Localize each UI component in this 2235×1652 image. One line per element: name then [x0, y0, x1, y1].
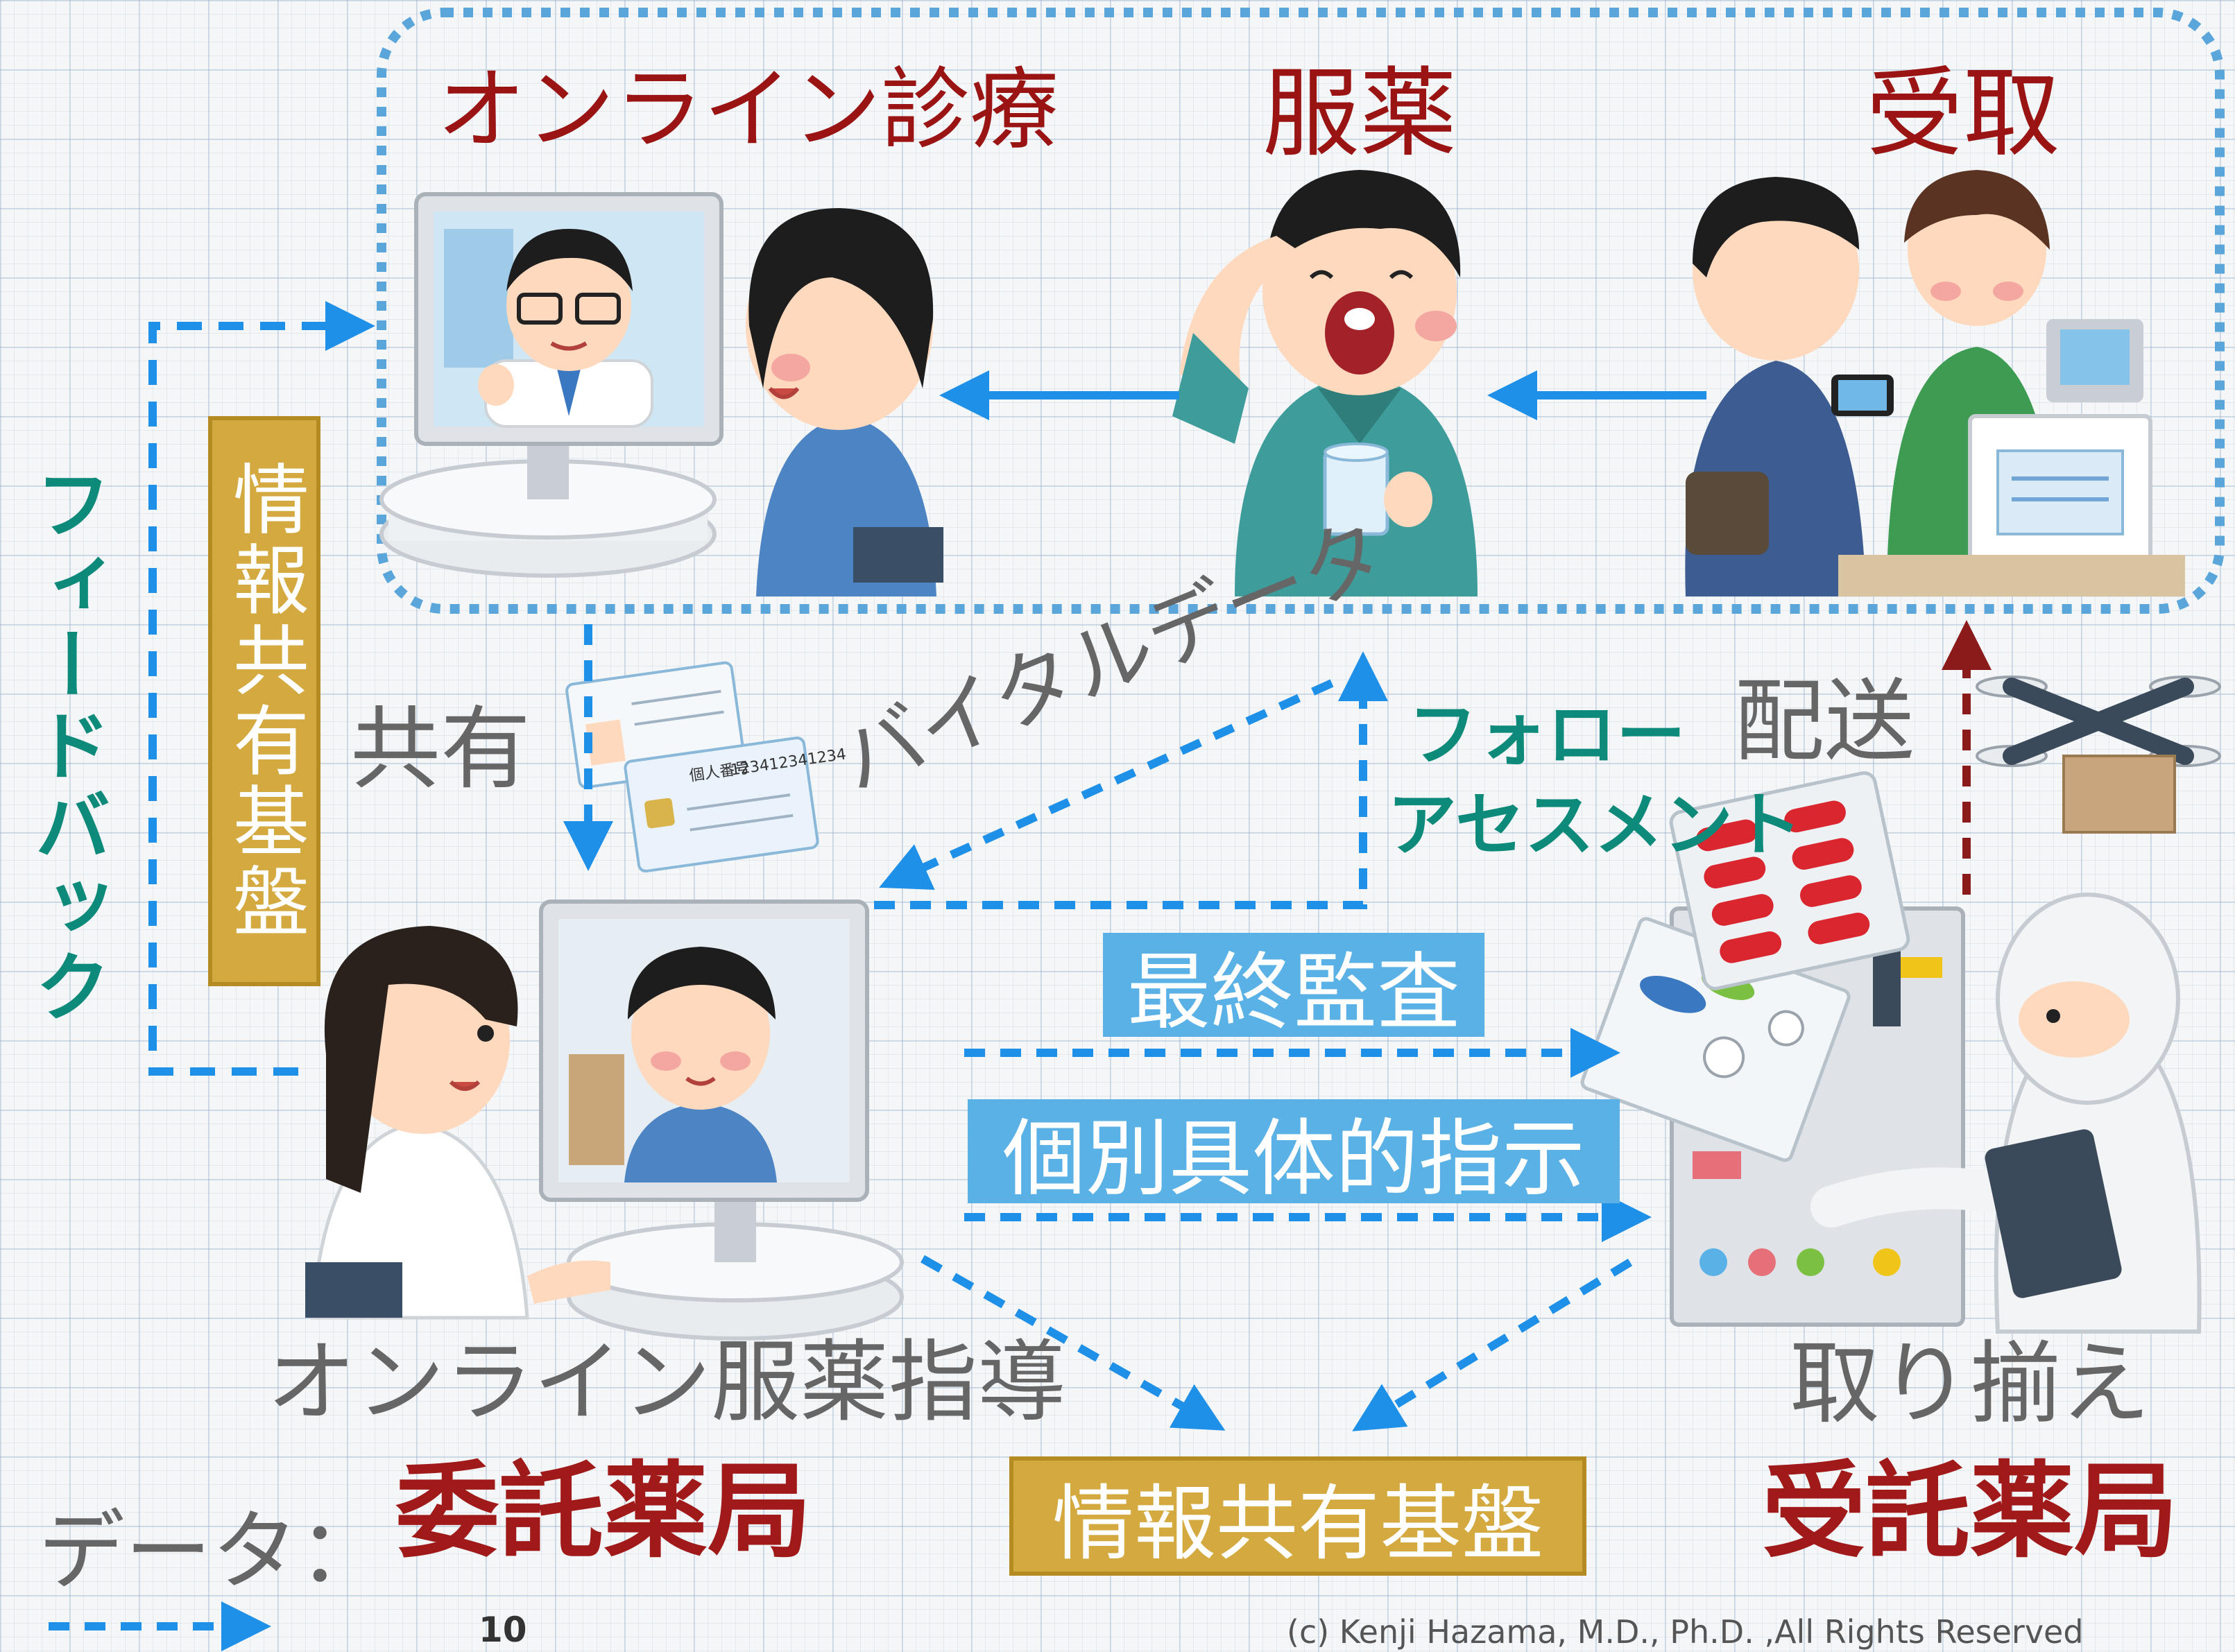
blister-pack-illustration: [1669, 771, 1910, 990]
pill-packet-illustration: [1580, 917, 1851, 1162]
id-cards-illustration: 個人番号 123412341234: [565, 661, 847, 873]
patient-taking-medicine-illustration: [1172, 170, 1478, 596]
label-share: 共有: [350, 696, 531, 802]
platform-label: 情報共有基盤: [1009, 1456, 1586, 1576]
consignee-to-platform-arrow: [1352, 1258, 1633, 1431]
consignor-to-platform-arrow: [920, 1255, 1226, 1431]
label-delivery: 配送: [1734, 669, 1915, 774]
label-consignor-pharmacy: 委託薬局: [395, 1452, 812, 1572]
patient-flow-frame: [377, 8, 2225, 614]
pharmacy-counter-illustration: [1685, 170, 2185, 596]
platform-vertical-label: 情報共有基盤: [208, 416, 320, 986]
pharmacist-monitor-illustration: [305, 900, 904, 1341]
technician-cleanroom-illustration: [1810, 893, 2202, 1334]
label-follow: フォロー: [1408, 694, 1686, 775]
label-consignee-pharmacy: 受託薬局: [1762, 1452, 2179, 1572]
label-receipt: 受取: [1866, 58, 2061, 171]
final-audit-label: 最終監査: [1103, 933, 1484, 1041]
legend-data-label: データ：: [38, 1502, 385, 1602]
patient-back-illustration: [746, 208, 943, 596]
label-picking: 取り揃え: [1790, 1331, 2151, 1436]
label-online-consultation: オンライン診療: [437, 58, 1059, 162]
copyright-text: (c) Kenji Hazama, M.D., Ph.D. ,All Right…: [1287, 1613, 2084, 1651]
feedback-arrow: [148, 301, 375, 1076]
label-online-guidance: オンライン服薬指導: [267, 1331, 1067, 1434]
individual-instructions-label: 個別具体的指示: [968, 1099, 1620, 1207]
drone-illustration: [1976, 676, 2221, 834]
label-assessment: アセスメント: [1387, 784, 1802, 866]
follow-assessment-arrow: [874, 651, 1388, 909]
label-feedback: フィードバック: [22, 465, 110, 1028]
vital-data-arrow: [879, 679, 1334, 890]
label-medication: 服薬: [1262, 58, 1457, 171]
page-number: 10: [479, 1610, 527, 1650]
doctor-monitor-illustration: [379, 192, 723, 578]
